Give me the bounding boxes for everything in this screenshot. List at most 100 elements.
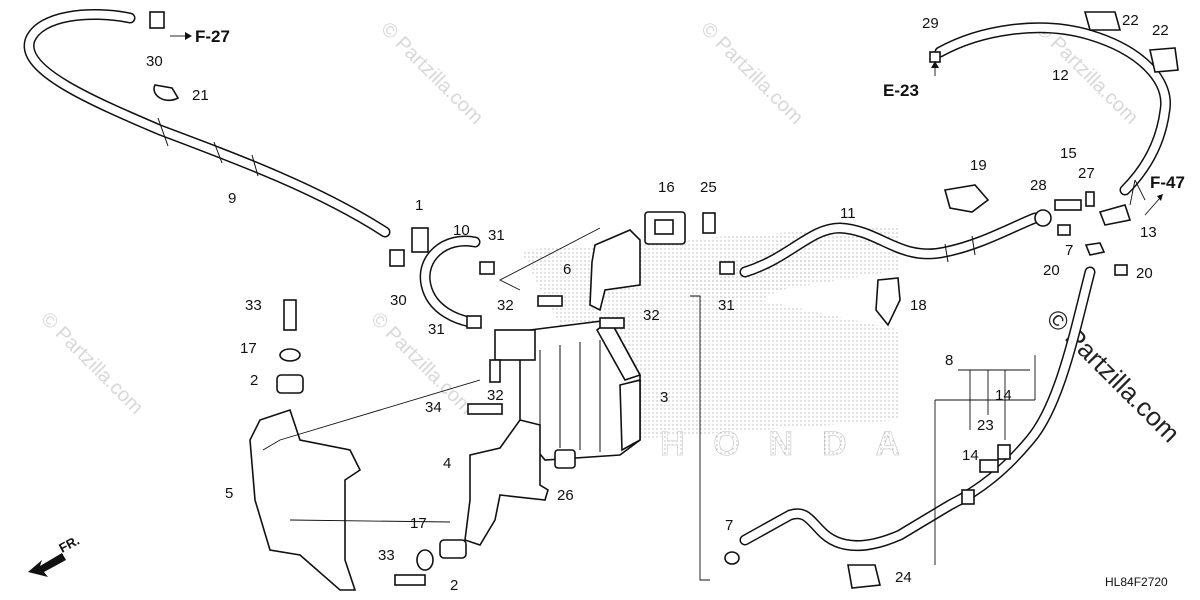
callout-3: 3 <box>660 389 668 406</box>
callout-1: 1 <box>415 197 423 214</box>
grommet-upper <box>276 374 304 394</box>
bracket-part-6 <box>589 229 641 312</box>
bolt-32-left <box>537 295 563 307</box>
bolt-33-upper <box>283 299 297 331</box>
front-label: FR. <box>56 533 82 556</box>
callout-15: 15 <box>1060 145 1077 162</box>
callout-7-lower: 7 <box>725 517 733 534</box>
washer-28 <box>1034 209 1052 227</box>
bolt-32-right <box>599 317 625 329</box>
callout-18: 18 <box>910 297 927 314</box>
front-arrow-icon <box>28 553 66 577</box>
callout-22-top: 22 <box>1122 12 1139 29</box>
callout-9: 9 <box>228 190 236 207</box>
callout-32-right: 32 <box>643 307 660 324</box>
bolt-25 <box>702 212 716 234</box>
clip-22-b <box>1149 47 1179 73</box>
callout-31-c: 31 <box>718 297 735 314</box>
watermark-1: © Partzilla.com <box>376 18 487 129</box>
callout-25: 25 <box>700 179 717 196</box>
ref-e23: E-23 <box>883 81 919 100</box>
bolt-33-lower <box>394 574 426 586</box>
ref-f27: F-27 <box>195 27 230 46</box>
callout-5: 5 <box>225 485 233 502</box>
callout-10: 10 <box>453 222 470 239</box>
clip-31-a <box>479 261 495 275</box>
callout-32-left: 32 <box>497 297 514 314</box>
clip-18 <box>875 277 901 327</box>
clip-1 <box>411 227 429 253</box>
callout-11: 11 <box>840 205 856 222</box>
callout-22-right: 22 <box>1152 22 1169 39</box>
collar-14-a <box>961 489 975 505</box>
callout-34: 34 <box>425 399 442 416</box>
solenoid-part-16 <box>644 211 686 245</box>
clip-7-right <box>1084 242 1106 256</box>
washer-upper <box>279 348 301 362</box>
callout-33-upper: 33 <box>245 297 262 314</box>
callout-23: 23 <box>977 417 994 434</box>
washer-lower <box>416 549 434 571</box>
callout-31-a: 31 <box>488 227 505 244</box>
callout-17-lower: 17 <box>410 515 427 532</box>
callout-27: 27 <box>1078 165 1095 182</box>
callout-19: 19 <box>970 157 987 174</box>
clip-20-a <box>1057 224 1071 236</box>
nut-26 <box>554 449 576 469</box>
callout-20-left: 20 <box>1043 262 1060 279</box>
parts <box>149 11 1179 591</box>
callout-7-right: 7 <box>1065 242 1073 259</box>
joint-23 <box>979 459 999 473</box>
callout-8: 8 <box>945 352 953 369</box>
callout-21: 21 <box>192 87 209 104</box>
leader-lines <box>262 179 1146 581</box>
callout-32-mid: 32 <box>487 387 504 404</box>
callout-2-upper: 2 <box>250 372 258 389</box>
callout-28: 28 <box>1030 177 1047 194</box>
front-marker: FR. <box>28 533 82 577</box>
joint-29 <box>929 51 941 63</box>
grommet-lower <box>439 539 467 559</box>
clip-31-b <box>466 315 482 329</box>
clip-21 <box>153 84 180 102</box>
callout-12: 12 <box>1052 67 1069 84</box>
clip-7-lower <box>724 551 740 565</box>
callout-6: 6 <box>563 261 571 278</box>
callout-24: 24 <box>895 569 912 586</box>
clip-24 <box>847 564 881 589</box>
clip-30-top <box>149 11 165 29</box>
clip-19 <box>943 184 990 213</box>
callout-2-lower: 2 <box>450 577 458 594</box>
callout-16: 16 <box>658 179 675 196</box>
tee-13 <box>1098 204 1132 226</box>
bolt-32-mid <box>489 359 501 383</box>
callouts: 1 2 2 3 4 5 6 7 7 8 9 10 11 12 13 14 14 … <box>146 12 1169 594</box>
callout-20-right: 20 <box>1136 265 1153 282</box>
clip-20-b <box>1114 264 1128 276</box>
collar-14-b <box>997 444 1011 460</box>
callout-33-lower: 33 <box>378 547 395 564</box>
clip-30-mid <box>389 249 405 267</box>
clip-22-a <box>1083 11 1122 31</box>
bracket-part-4 <box>464 419 549 546</box>
clip-31-c <box>719 261 735 275</box>
watermark-2: © Partzilla.com <box>696 18 807 129</box>
canister-part-3 <box>494 318 642 461</box>
callout-31-b: 31 <box>428 321 445 338</box>
callout-30-mid: 30 <box>390 292 407 309</box>
callout-4: 4 <box>443 455 451 472</box>
joint-27 <box>1085 191 1095 207</box>
callout-14-right: 14 <box>995 387 1012 404</box>
callout-29: 29 <box>922 15 939 32</box>
diagram-code: HL84F2720 <box>1105 575 1168 589</box>
callout-13: 13 <box>1140 224 1157 241</box>
bolt-34 <box>467 403 503 415</box>
callout-30-top: 30 <box>146 53 163 70</box>
watermark-3: © Partzilla.com <box>36 308 147 419</box>
callout-17-upper: 17 <box>240 340 257 357</box>
joint-15 <box>1054 199 1082 211</box>
bracket-part-5 <box>249 408 362 591</box>
callout-26: 26 <box>557 487 574 504</box>
